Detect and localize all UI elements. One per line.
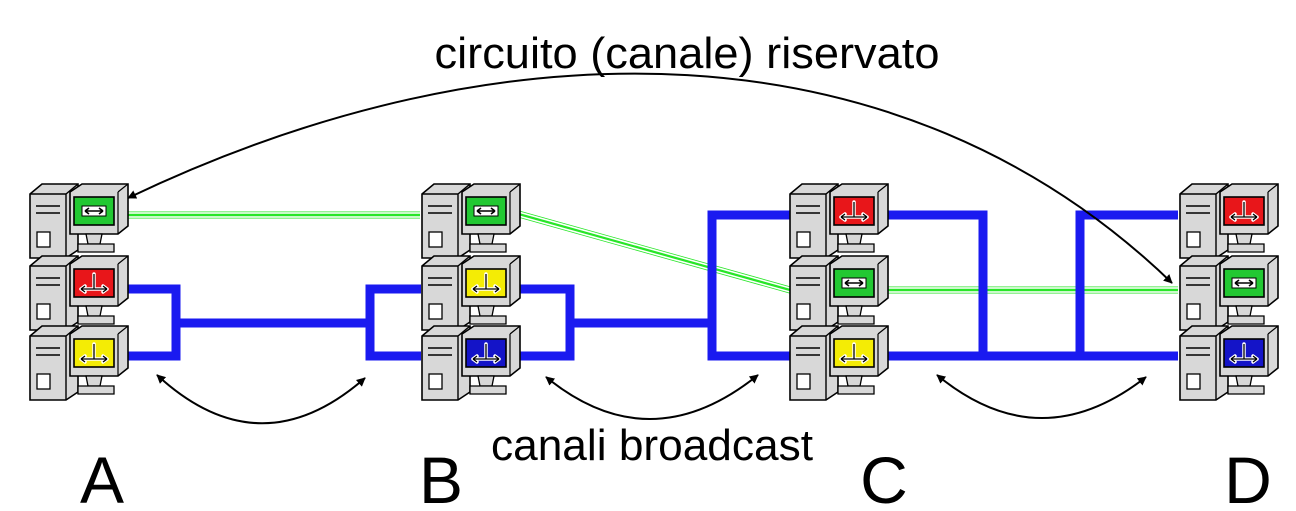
node-label-a: A: [80, 443, 124, 511]
computer-d-1-icon: [1179, 183, 1279, 259]
computer-a-1-icon: [29, 183, 129, 259]
broadcast-arrows: [156, 374, 1147, 425]
broadcast-label: canali broadcast: [491, 421, 813, 470]
node-label-d: D: [1224, 443, 1272, 511]
computer-b-2-icon: [421, 255, 521, 331]
computer-c-1-icon: [789, 183, 889, 259]
computer-c-3-icon: [789, 325, 889, 401]
reserved-circuit: [125, 209, 1178, 294]
node-label-c: C: [860, 443, 908, 511]
node-label-b: B: [419, 443, 463, 511]
computer-b-1-icon: [421, 183, 521, 259]
computer-a-2-icon: [29, 255, 129, 331]
broadcast-buses: [127, 210, 1178, 361]
title-label: circuito (canale) riservato: [435, 29, 940, 78]
circuit-arrow: [127, 72, 1173, 284]
computer-d-2-icon: [1179, 255, 1279, 331]
computer-stacks: [29, 183, 1279, 401]
computer-b-3-icon: [421, 325, 521, 401]
computer-a-3-icon: [29, 325, 129, 401]
computer-c-2-icon: [789, 255, 889, 331]
computer-d-3-icon: [1179, 325, 1279, 401]
